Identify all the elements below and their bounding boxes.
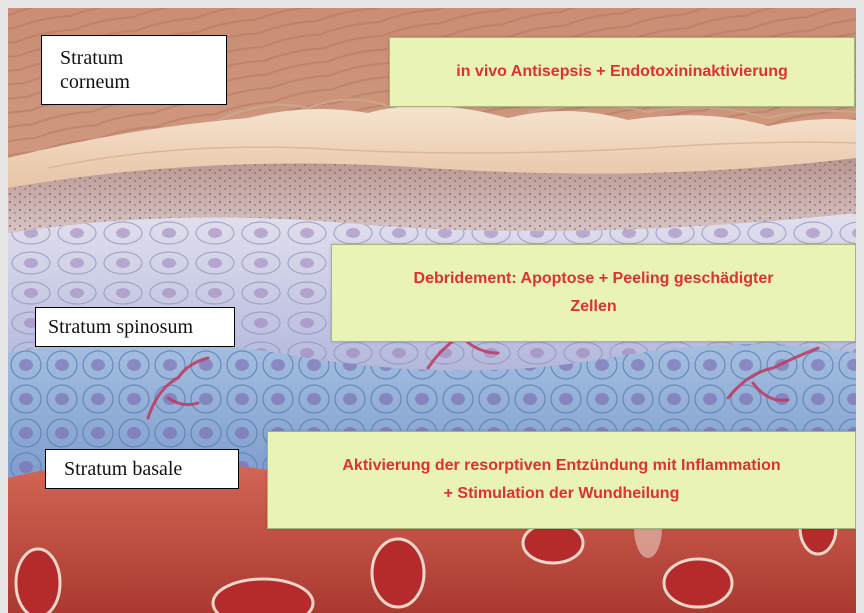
effect-box-antisepsis-text: in vivo Antisepsis + Endotoxininaktivier… xyxy=(456,58,787,86)
effect-box-wound-healing-line1: Aktivierung der resorptiven Entzündung m… xyxy=(342,452,780,480)
label-stratum-corneum: Stratum corneum xyxy=(41,35,227,105)
effect-box-wound-healing: Aktivierung der resorptiven Entzündung m… xyxy=(267,431,856,529)
label-stratum-corneum-line2: corneum xyxy=(60,70,214,94)
effect-box-debridement-line2: Zellen xyxy=(414,293,774,321)
label-stratum-basale: Stratum basale xyxy=(45,449,239,489)
effect-box-wound-healing-line2: + Stimulation der Wundheilung xyxy=(342,480,780,508)
effect-box-antisepsis: in vivo Antisepsis + Endotoxininaktivier… xyxy=(389,37,855,107)
effect-box-debridement-line1: Debridement: Apoptose + Peeling geschädi… xyxy=(414,265,774,293)
label-stratum-spinosum: Stratum spinosum xyxy=(35,307,235,347)
effect-box-debridement: Debridement: Apoptose + Peeling geschädi… xyxy=(331,244,856,342)
skin-diagram: Stratum corneum Stratum spinosum Stratum… xyxy=(8,8,856,613)
label-stratum-corneum-line1: Stratum xyxy=(60,46,214,70)
